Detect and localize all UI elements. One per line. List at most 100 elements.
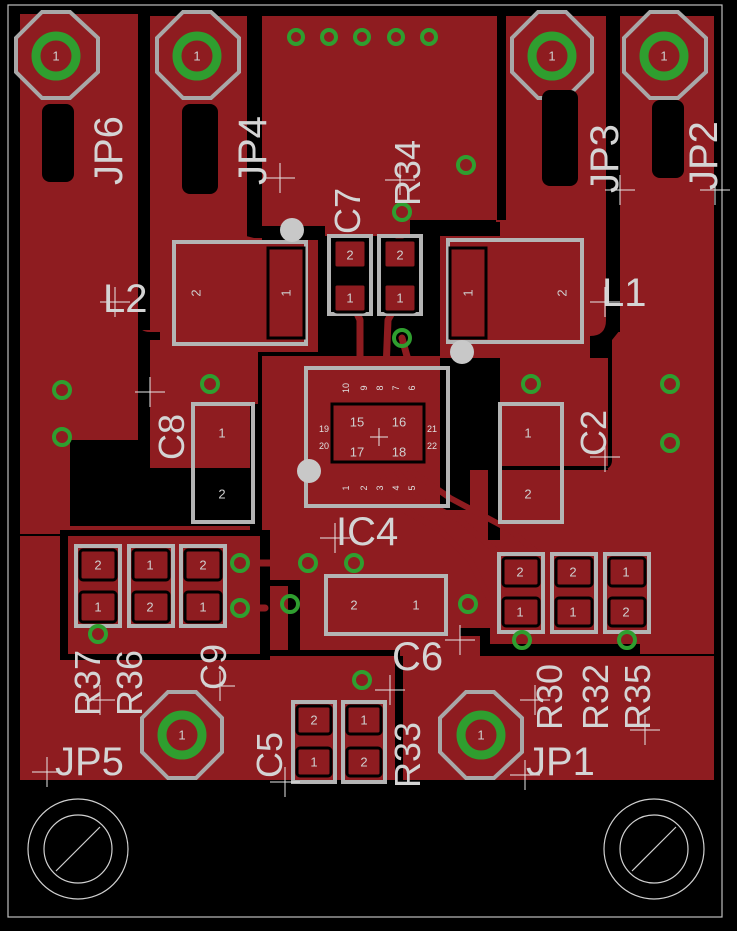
svg-text:1: 1 bbox=[199, 600, 206, 615]
svg-text:2: 2 bbox=[555, 289, 570, 296]
copper-c2-area bbox=[500, 358, 608, 466]
component-c9: 2 1 bbox=[179, 544, 227, 628]
svg-text:1: 1 bbox=[412, 598, 419, 613]
gap-resistor-bottom bbox=[60, 654, 270, 660]
svg-text:6: 6 bbox=[407, 385, 417, 390]
label-c5: C5 bbox=[249, 732, 290, 778]
svg-text:1: 1 bbox=[341, 485, 351, 490]
svg-text:1: 1 bbox=[218, 426, 225, 441]
label-jp5: JP5 bbox=[55, 740, 124, 784]
svg-text:1: 1 bbox=[279, 289, 294, 296]
net-label-1v2: 1.2V bbox=[182, 104, 218, 194]
svg-text:2: 2 bbox=[524, 487, 531, 502]
gap-left-2 bbox=[138, 320, 160, 470]
label-r36: R36 bbox=[109, 650, 150, 716]
gap-left-1 bbox=[138, 14, 150, 330]
svg-text:2: 2 bbox=[516, 565, 523, 580]
svg-text:1.2V: 1.2V bbox=[190, 138, 218, 190]
svg-text:1: 1 bbox=[461, 289, 476, 296]
header-jp2: 1 bbox=[622, 10, 708, 100]
svg-text:2: 2 bbox=[622, 605, 629, 620]
svg-text:1: 1 bbox=[477, 728, 484, 743]
gap-right-1 bbox=[497, 14, 506, 220]
svg-text:5: 5 bbox=[407, 485, 417, 490]
svg-text:2: 2 bbox=[360, 755, 367, 770]
label-r33: R33 bbox=[387, 722, 428, 788]
vias bbox=[52, 155, 680, 690]
svg-text:1: 1 bbox=[146, 558, 153, 573]
svg-text:1: 1 bbox=[548, 49, 555, 64]
component-r35: 1 2 bbox=[603, 552, 651, 634]
component-l1: 1 2 bbox=[446, 238, 584, 344]
svg-text:20: 20 bbox=[319, 441, 329, 451]
svg-text:GND: GND bbox=[656, 118, 684, 174]
label-r34: R34 bbox=[387, 140, 428, 206]
svg-text:1: 1 bbox=[178, 728, 185, 743]
mounting-hole-left bbox=[27, 798, 129, 900]
label-l2: L2 bbox=[103, 277, 148, 321]
svg-text:7: 7 bbox=[391, 385, 401, 390]
svg-text:19: 19 bbox=[319, 424, 329, 434]
svg-text:GND: GND bbox=[46, 122, 74, 178]
svg-text:2: 2 bbox=[189, 289, 204, 296]
svg-text:10: 10 bbox=[341, 383, 351, 393]
gap-left-4 bbox=[20, 534, 70, 536]
label-c6: C6 bbox=[392, 635, 443, 679]
svg-text:2: 2 bbox=[346, 248, 353, 263]
label-r30: R30 bbox=[529, 664, 570, 730]
svg-text:1: 1 bbox=[569, 605, 576, 620]
label-jp2: JP2 bbox=[682, 121, 726, 190]
svg-text:1: 1 bbox=[660, 49, 667, 64]
copper-pour-left-lower bbox=[20, 440, 300, 780]
trace-ic-pin5 bbox=[407, 467, 563, 575]
gap-right-3 bbox=[600, 332, 612, 470]
component-ic4: 10 9 8 7 6 15 16 17 18 19 20 21 22 1 2 3… bbox=[304, 366, 450, 508]
svg-text:1: 1 bbox=[396, 291, 403, 306]
gap-resistor-top bbox=[60, 530, 270, 536]
component-c5: 2 1 bbox=[291, 700, 337, 784]
svg-text:4: 4 bbox=[391, 485, 401, 490]
svg-text:2: 2 bbox=[359, 485, 369, 490]
top-connector-vias bbox=[287, 28, 438, 46]
svg-text:2: 2 bbox=[350, 598, 357, 613]
svg-text:2: 2 bbox=[396, 248, 403, 263]
gap-bottom-mid bbox=[395, 656, 403, 780]
component-c2: 1 2 bbox=[498, 402, 564, 524]
component-r34: 2 1 bbox=[377, 234, 423, 316]
svg-text:21: 21 bbox=[427, 424, 437, 434]
label-l1: L1 bbox=[602, 271, 647, 315]
svg-text:1: 1 bbox=[310, 755, 317, 770]
header-jp1: 1 bbox=[438, 690, 524, 780]
label-c7: C7 bbox=[327, 188, 368, 234]
label-c8: C8 bbox=[151, 414, 192, 460]
header-jp3: 1 bbox=[510, 10, 594, 100]
trace-r34-via bbox=[398, 161, 470, 216]
label-jp6: JP6 bbox=[87, 116, 131, 185]
component-r33: 1 2 bbox=[341, 700, 387, 784]
mounting-hole-right bbox=[603, 798, 705, 900]
svg-text:2: 2 bbox=[310, 713, 317, 728]
component-r32: 2 1 bbox=[550, 552, 598, 634]
svg-text:3.3V: 3.3V bbox=[550, 132, 578, 184]
header-jp6: 1 bbox=[14, 10, 100, 100]
gap-resistor-right bbox=[260, 530, 270, 660]
svg-text:22: 22 bbox=[427, 441, 437, 451]
svg-text:18: 18 bbox=[392, 445, 406, 460]
svg-text:8: 8 bbox=[375, 385, 385, 390]
svg-text:2: 2 bbox=[569, 565, 576, 580]
svg-text:1: 1 bbox=[346, 291, 353, 306]
label-c2: C2 bbox=[573, 410, 614, 456]
svg-text:2: 2 bbox=[94, 558, 101, 573]
gap-c6-bottom bbox=[288, 650, 400, 656]
svg-text:1: 1 bbox=[94, 600, 101, 615]
component-c6: 2 1 bbox=[324, 574, 448, 636]
component-r36: 1 2 bbox=[127, 544, 175, 628]
component-labels: JP6 JP4 JP3 JP2 L2 L1 C7 R34 C8 C2 IC4 C… bbox=[55, 116, 726, 788]
label-r35: R35 bbox=[617, 664, 658, 730]
header-jp4: 1 bbox=[155, 10, 241, 100]
svg-text:2: 2 bbox=[218, 487, 225, 502]
gap-resistor-left bbox=[60, 530, 68, 660]
gap-l1-left bbox=[428, 236, 440, 356]
gap-c9-right bbox=[262, 580, 288, 586]
